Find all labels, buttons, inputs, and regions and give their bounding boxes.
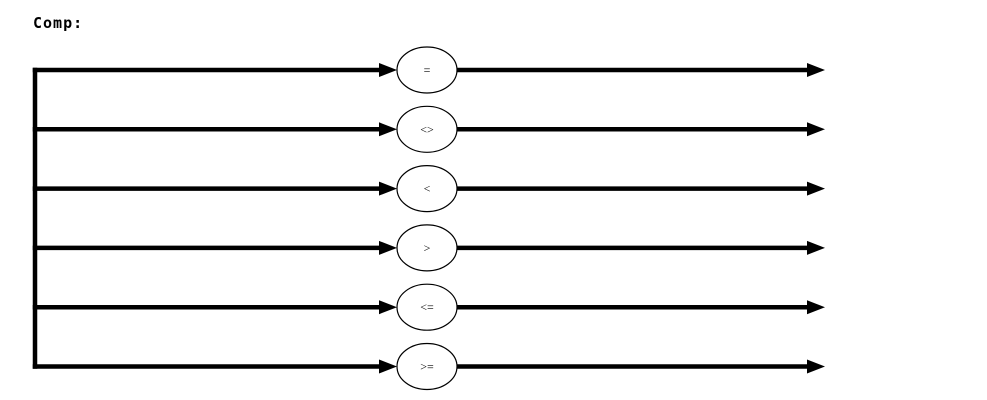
operator-label: < [424,182,431,196]
diagram-row: >= [32,342,825,391]
diagram-row: > [32,224,825,272]
arrowhead-icon [379,300,397,315]
diagram-row: <> [32,105,825,153]
operator-label: <= [420,300,434,314]
arrowhead-icon [807,359,825,374]
arrowhead-icon [807,181,825,196]
arrowhead-icon [379,122,397,137]
arrowhead-icon [379,240,397,255]
arrowhead-icon [379,63,397,77]
diagram-row: = [32,46,825,94]
diagram-title: Comp: [33,14,84,32]
operator-label: <> [420,122,434,136]
diagram-row: <= [32,283,825,331]
arrowhead-icon [807,240,825,255]
operator-label: = [424,63,431,77]
arrowhead-icon [379,359,397,374]
arrowhead-icon [807,63,825,77]
arrowhead-icon [379,181,397,196]
diagram-row: < [32,165,825,213]
arrowhead-icon [807,122,825,137]
arrowhead-icon [807,300,825,315]
operator-label: > [424,241,431,255]
operator-label: >= [420,360,434,374]
